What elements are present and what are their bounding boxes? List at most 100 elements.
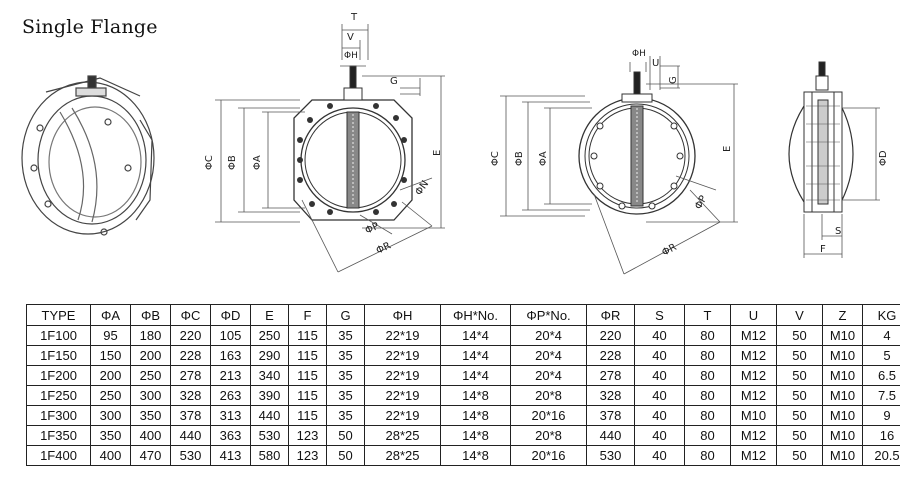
table-cell: 20*4 [511,346,587,366]
table-cell: 115 [289,326,327,346]
label-r-wafer: ΦR [660,242,678,259]
table-cell: 163 [211,346,251,366]
table-cell: 1F200 [27,366,91,386]
table-cell: 378 [171,406,211,426]
table-cell: 16 [863,426,900,446]
table-cell: M10 [731,406,777,426]
table-cell: M10 [823,386,863,406]
label-a-front: ΦA [252,155,263,170]
label-h-front: ΦH [344,51,358,61]
table-cell: 20*16 [511,406,587,426]
header-cell: Z [823,305,863,326]
table-cell: 14*4 [441,366,511,386]
label-b-wafer: ΦB [514,151,525,166]
table-cell: 4 [863,326,900,346]
table-cell: 14*8 [441,446,511,466]
table-cell: 123 [289,426,327,446]
table-cell: 400 [91,446,131,466]
label-f-side: F [820,244,826,255]
table-cell: 35 [327,406,365,426]
table-cell: 228 [587,346,635,366]
table-cell: 115 [289,366,327,386]
table-cell: M12 [731,326,777,346]
table-cell: 20*4 [511,366,587,386]
table-cell: 40 [635,406,685,426]
table-cell: 50 [777,346,823,366]
table-cell: 250 [131,366,171,386]
technical-drawings: T V ΦH G ΦC ΦB ΦA E ΦN ΦP ΦR ΦH U G ΦC Φ… [0,0,900,300]
table-cell: 290 [251,346,289,366]
label-r-front: ΦR [375,240,393,256]
table-row: 1F100951802201052501153522*1914*420*4220… [27,326,900,346]
table-cell: 80 [685,386,731,406]
table-cell: 20*4 [511,326,587,346]
table-cell: 14*4 [441,326,511,346]
table-row: 1F3003003503783134401153522*1914*820*163… [27,406,900,426]
table-cell: 440 [587,426,635,446]
label-g-wafer: G [668,76,679,84]
table-cell: 115 [289,406,327,426]
table-cell: 530 [587,446,635,466]
table-cell: 50 [777,426,823,446]
table-cell: 22*19 [365,366,441,386]
front-view-flanged-valve [215,24,445,272]
table-cell: 1F300 [27,406,91,426]
table-row: 1F1501502002281632901153522*1914*420*422… [27,346,900,366]
table-cell: 220 [171,326,211,346]
table-cell: 200 [91,366,131,386]
label-v: V [347,32,354,43]
table-row: 1F2502503003282633901153522*1914*820*832… [27,386,900,406]
table-cell: 530 [251,426,289,446]
label-a-wafer: ΦA [538,151,549,166]
table-cell: 35 [327,326,365,346]
label-h-wafer: ΦH [632,49,646,59]
label-b-front: ΦB [227,155,238,170]
table-cell: 22*19 [365,326,441,346]
table-header: TYPE ΦA ΦB ΦC ΦD E F G ΦH ΦH*No. ΦP*No. … [27,305,900,326]
table-cell: M10 [823,426,863,446]
table-cell: 1F400 [27,446,91,466]
label-c-front: ΦC [204,155,215,170]
table-cell: 40 [635,366,685,386]
header-cell: ΦH [365,305,441,326]
header-cell: ΦA [91,305,131,326]
table-cell: 328 [587,386,635,406]
label-n-front: ΦN [413,179,431,198]
header-cell: S [635,305,685,326]
table-cell: 22*19 [365,386,441,406]
table-cell: 50 [777,326,823,346]
label-e-front: E [432,150,443,156]
table-cell: 20*8 [511,386,587,406]
table-cell: 35 [327,346,365,366]
table-cell: 250 [251,326,289,346]
table-cell: 150 [91,346,131,366]
table-cell: 1F150 [27,346,91,366]
header-cell: T [685,305,731,326]
table-cell: 14*8 [441,406,511,426]
table-cell: 123 [289,446,327,466]
specification-table: TYPE ΦA ΦB ΦC ΦD E F G ΦH ΦH*No. ΦP*No. … [26,304,900,466]
table-cell: M10 [823,346,863,366]
table-cell: 228 [171,346,211,366]
table-cell: 14*8 [441,426,511,446]
header-cell: ΦB [131,305,171,326]
header-cell: ΦC [171,305,211,326]
table-cell: 470 [131,446,171,466]
table-cell: 180 [131,326,171,346]
table-cell: 413 [211,446,251,466]
table-cell: 6.5 [863,366,900,386]
header-cell: U [731,305,777,326]
header-cell: G [327,305,365,326]
table-cell: 300 [131,386,171,406]
table-cell: 1F350 [27,426,91,446]
table-cell: 80 [685,446,731,466]
table-cell: 220 [587,326,635,346]
table-cell: 580 [251,446,289,466]
table-cell: 313 [211,406,251,426]
table-cell: 95 [91,326,131,346]
table-cell: 14*8 [441,386,511,406]
table-cell: 378 [587,406,635,426]
table-cell: 35 [327,386,365,406]
table-cell: 28*25 [365,446,441,466]
table-cell: 250 [91,386,131,406]
